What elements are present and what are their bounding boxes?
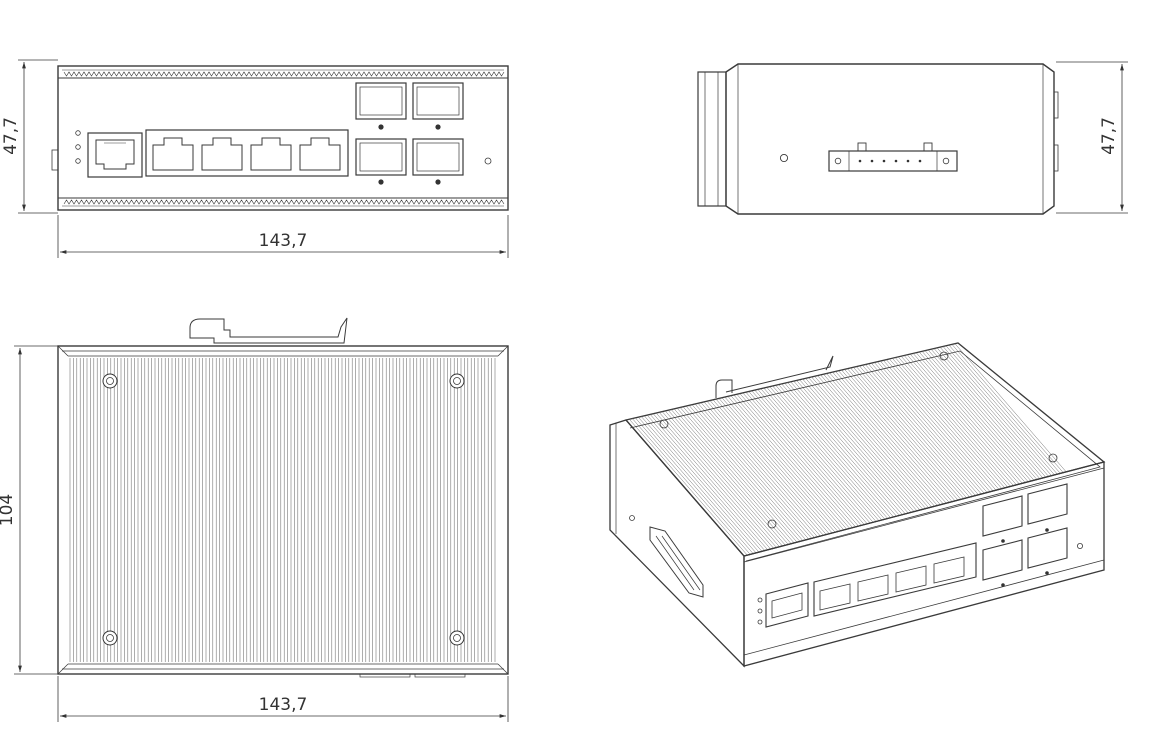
iso-left-face (609, 419, 745, 668)
sfp-ports (355, 82, 464, 185)
iso-cooling-fin (662, 411, 816, 556)
front-housing-outline (57, 65, 509, 211)
front-height-label: 47,7 (1, 117, 21, 155)
isometric-view (609, 342, 1106, 668)
side-screw-hole (779, 153, 789, 163)
status-leds (75, 130, 81, 164)
iso-cooling-fin (673, 408, 828, 556)
front-top-fins (63, 71, 505, 77)
top-cooling-fins (69, 358, 496, 662)
iso-cooling-fin (650, 414, 804, 556)
front-view: 47,7 143,7 (1, 59, 509, 258)
top-width-label: 143,7 (259, 695, 308, 715)
iso-cooling-fin (647, 414, 801, 556)
top-height-label: 104 (0, 494, 17, 526)
top-housing-outline (57, 345, 509, 675)
iso-front-face (743, 461, 1105, 667)
top-view: 104 143,7 (0, 317, 509, 722)
front-bottom-fins (63, 199, 505, 205)
rj45-ports (145, 129, 349, 177)
top-din-clip (189, 317, 348, 344)
iso-cooling-fin (629, 419, 783, 556)
iso-power-terminal (649, 526, 704, 598)
side-height-dimension: 47,7 (1056, 61, 1128, 214)
console-port (87, 132, 143, 178)
iso-cooling-fin (665, 410, 819, 556)
ground-screw-hole (484, 157, 492, 165)
front-width-dimension: 143,7 (57, 215, 509, 258)
top-height-dimension: 104 (0, 345, 58, 675)
iso-cooling-fin (644, 415, 798, 556)
iso-cooling-fin (635, 417, 789, 556)
iso-cooling-fin (671, 409, 825, 556)
top-width-dimension: 143,7 (57, 676, 509, 722)
iso-cooling-fin (668, 410, 822, 556)
front-width-label: 143,7 (259, 231, 308, 251)
side-housing-outline (725, 63, 1055, 215)
iso-cooling-fin (656, 412, 810, 556)
side-height-label: 47,7 (1099, 117, 1119, 155)
iso-cooling-fin (632, 418, 786, 556)
iso-cooling-fin (641, 416, 795, 556)
front-height-dimension: 47,7 (1, 59, 58, 214)
din-rail-clip (697, 71, 727, 207)
iso-cooling-fin (653, 413, 807, 556)
iso-cooling-fin (638, 417, 792, 556)
power-terminal-block (828, 142, 958, 172)
iso-cooling-fins (629, 343, 1104, 556)
corner-screws (102, 373, 465, 646)
side-view: 47,7 (697, 61, 1128, 215)
iso-cooling-fin (659, 412, 813, 556)
